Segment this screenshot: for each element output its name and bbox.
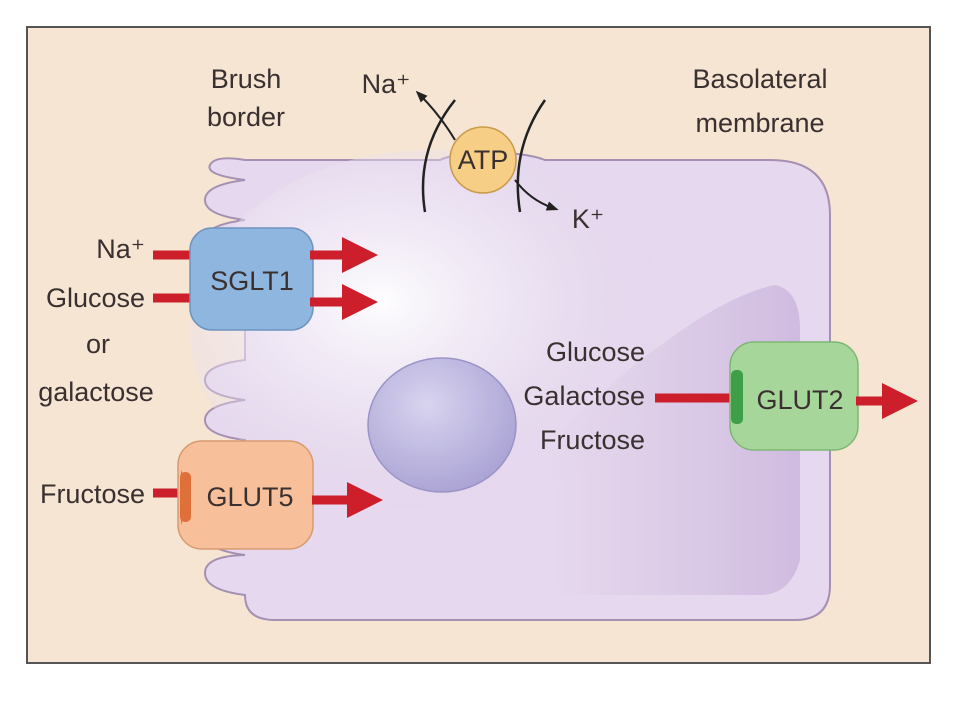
atp-label: ATP: [458, 145, 509, 175]
atpase-right-arc: [516, 99, 547, 213]
glucose-left-label: Glucose: [46, 283, 145, 313]
glut5-channel-band: [180, 472, 191, 522]
glucose-right-label: Glucose: [546, 337, 645, 367]
glut5-label: GLUT5: [206, 482, 293, 512]
or-left-label: or: [86, 329, 110, 359]
sglt1-label: SGLT1: [210, 266, 294, 296]
glut2-channel-band: [731, 370, 743, 424]
galactose-left-label: galactose: [38, 377, 154, 407]
galactose-right-label: Galactose: [523, 381, 645, 411]
fructose-right-label: Fructose: [540, 425, 645, 455]
nucleus: [367, 357, 517, 493]
atp-circle: [449, 126, 517, 194]
na-out-label: Na⁺: [362, 69, 411, 99]
na-left-label: Na⁺: [96, 234, 145, 264]
fructose-left-label: Fructose: [40, 479, 145, 509]
glut2-transporter: [729, 341, 859, 451]
atpase-left-arc: [421, 99, 456, 213]
k-in-label: K⁺: [572, 204, 604, 234]
basolateral-label-line1: Basolateral: [692, 64, 827, 94]
k-in-arrow: [514, 179, 559, 211]
brush-border-label-line1: Brush: [211, 64, 282, 94]
basolateral-label-line2: membrane: [695, 108, 824, 138]
glut5-transporter: [177, 440, 314, 550]
sglt1-transporter: [189, 227, 314, 331]
na-out-arrow: [415, 90, 456, 141]
brush-border-label-line2: border: [207, 102, 285, 132]
glut2-label: GLUT2: [756, 385, 843, 415]
